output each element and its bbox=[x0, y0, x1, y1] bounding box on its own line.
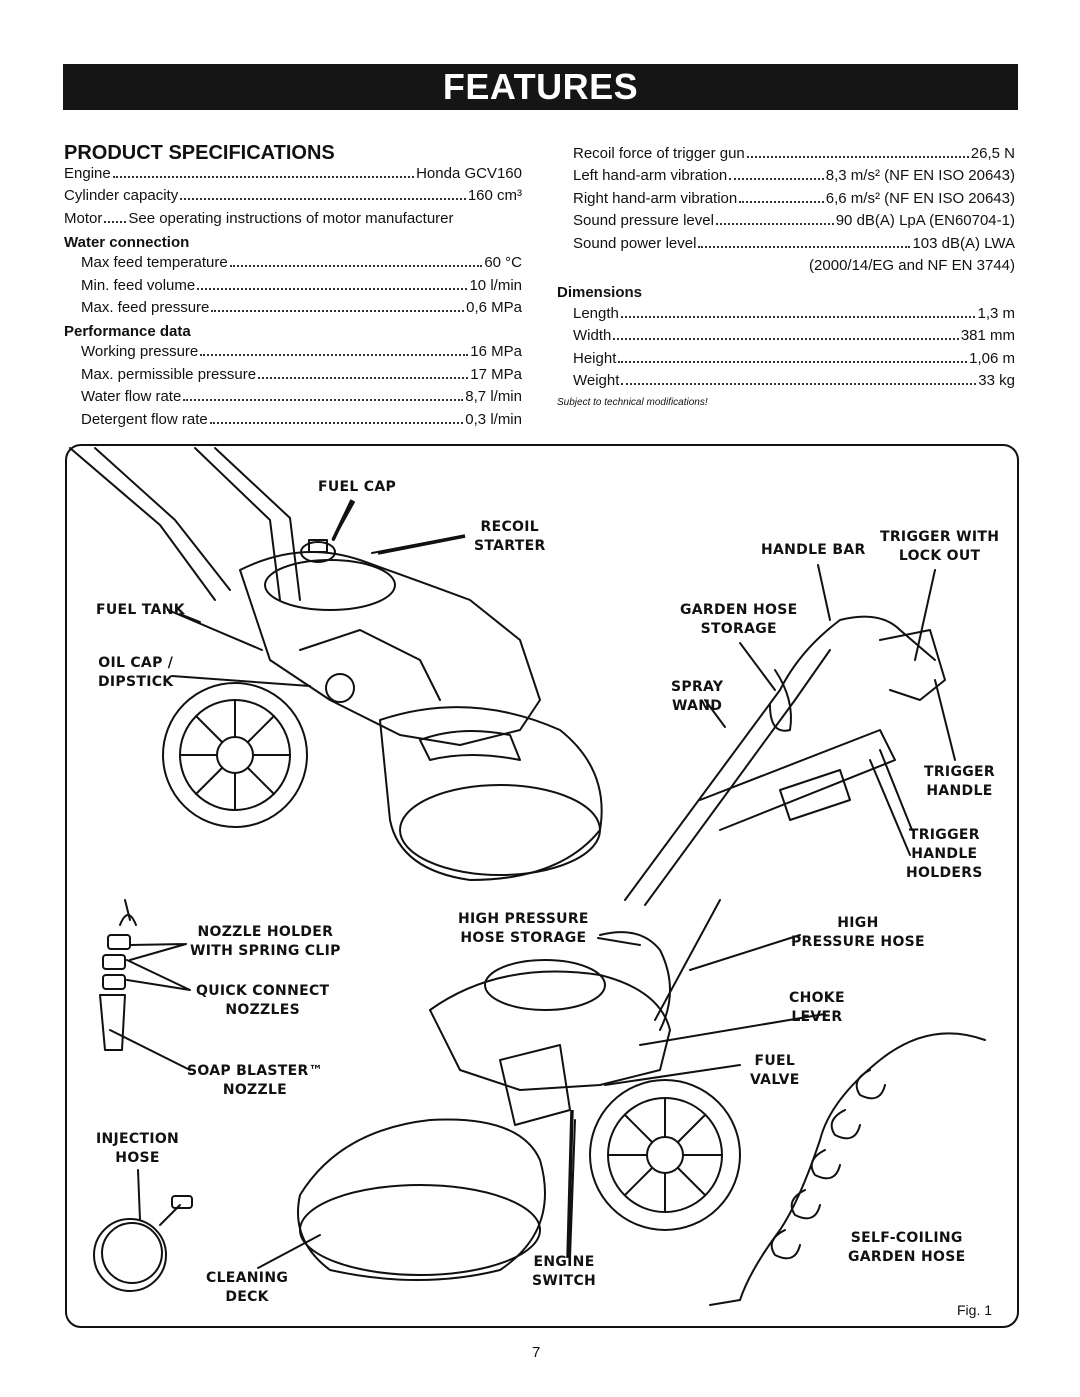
lower-cleaning-deck bbox=[297, 1118, 546, 1281]
lower-wheel bbox=[589, 1079, 741, 1231]
spray-wand bbox=[624, 615, 936, 906]
upper-handle-frame bbox=[69, 447, 301, 601]
nozzle-clip bbox=[119, 899, 137, 926]
features-banner: FEATURES bbox=[63, 64, 1018, 110]
technical-note: Subject to technical modifications! bbox=[557, 397, 708, 408]
product-specifications-title: PRODUCT SPECIFICATIONS bbox=[64, 142, 335, 164]
label-fuel-tank: FUEL TANK bbox=[96, 602, 185, 618]
figure-caption: Fig. 1 bbox=[957, 1302, 993, 1318]
upper-wheel bbox=[162, 682, 308, 828]
label-fuel-cap: FUEL CAP bbox=[318, 479, 397, 495]
self-coiling-hose bbox=[709, 1032, 986, 1306]
upper-engine-body bbox=[239, 551, 541, 746]
upper-cleaning-deck bbox=[379, 706, 603, 881]
water-connection-heading: Water connection bbox=[64, 234, 190, 252]
page-number: 7 bbox=[532, 1344, 541, 1361]
dimensions-heading: Dimensions bbox=[557, 284, 643, 301]
label-handle-bar: HANDLE BAR bbox=[761, 542, 866, 558]
label-oil-cap-dipstick: OIL CAP /DIPSTICK bbox=[98, 655, 174, 690]
lower-engine-body bbox=[429, 970, 671, 1091]
sound-power-note: (2000/14/EG and NF EN 3744) bbox=[809, 256, 1015, 274]
figure-frame bbox=[65, 444, 1019, 1328]
injection-hose-coil bbox=[93, 1218, 167, 1292]
performance-data-heading: Performance data bbox=[64, 323, 191, 341]
